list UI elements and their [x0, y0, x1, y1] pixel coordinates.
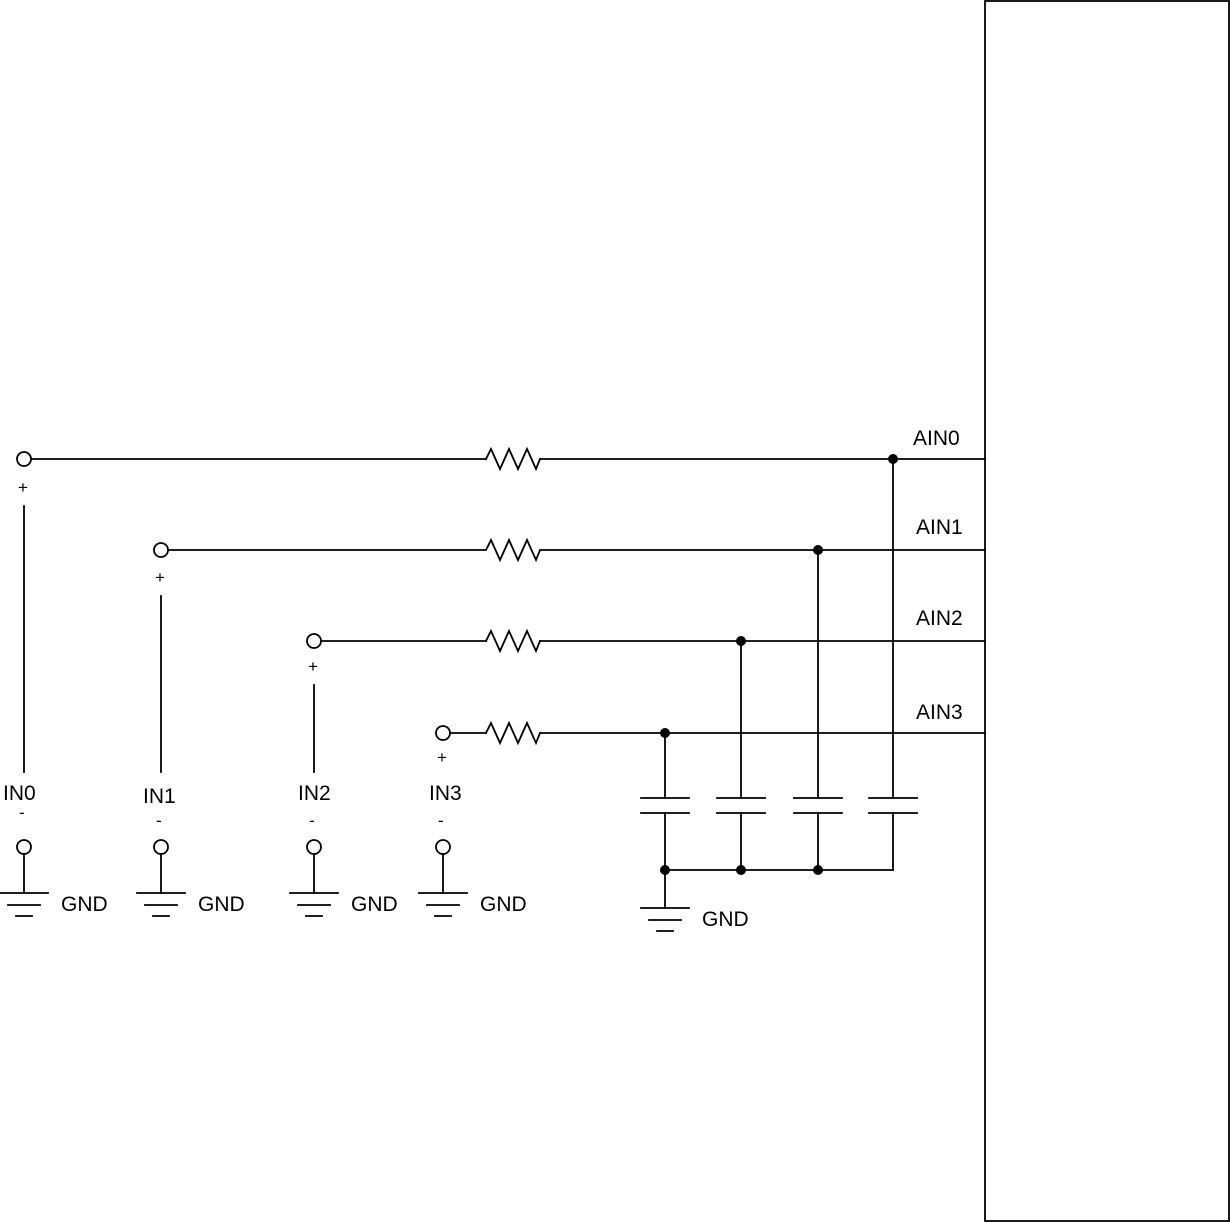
- junction-dot: [736, 865, 746, 875]
- minus-sign-2: -: [309, 811, 315, 830]
- input-label-in3: IN3: [429, 782, 462, 805]
- resistor-2: [484, 628, 542, 654]
- pin-label-ain1: AIN1: [916, 516, 963, 539]
- gnd-label-2: GND: [351, 893, 398, 916]
- plus-terminal-2: [306, 633, 322, 649]
- junction-dot: [660, 728, 670, 738]
- pin-label-ain3: AIN3: [916, 701, 963, 724]
- minus-sign-3: -: [438, 811, 444, 830]
- plus-terminal-1: [153, 542, 169, 558]
- capacitor-network: GND: [640, 454, 918, 932]
- junction-dot: [813, 865, 823, 875]
- input-label-in2: IN2: [298, 782, 331, 805]
- plus-terminal-3: [435, 725, 451, 741]
- resistor-0: [484, 446, 542, 472]
- gnd-label-0: GND: [61, 893, 108, 916]
- resistor-3: [484, 720, 542, 746]
- channel-3: + IN3 - GND: [418, 720, 986, 917]
- junction-dot: [813, 545, 823, 555]
- resistor-1: [484, 537, 542, 563]
- gnd-label-3: GND: [480, 893, 527, 916]
- plus-sign-0: +: [18, 478, 28, 497]
- junction-dot: [660, 865, 670, 875]
- minus-terminal-2: [306, 839, 322, 855]
- gnd-label-caps: GND: [702, 908, 749, 931]
- input-label-in0: IN0: [3, 782, 36, 805]
- minus-terminal-0: [16, 839, 32, 855]
- plus-sign-1: +: [155, 568, 165, 587]
- minus-terminal-3: [435, 839, 451, 855]
- channel-0: + IN0 - GND: [0, 446, 986, 917]
- junction-dot: [736, 636, 746, 646]
- junction-dot: [888, 454, 898, 464]
- input-label-in1: IN1: [143, 785, 176, 808]
- minus-sign-1: -: [156, 811, 162, 830]
- ic-body: [984, 0, 1230, 1222]
- pin-label-ain2: AIN2: [916, 607, 963, 630]
- plus-sign-3: +: [437, 748, 447, 767]
- gnd-label-1: GND: [198, 893, 245, 916]
- minus-sign-0: -: [19, 803, 25, 822]
- channel-1: + IN1 - GND: [136, 537, 986, 917]
- pin-label-ain0: AIN0: [913, 427, 960, 450]
- plus-sign-2: +: [308, 657, 318, 676]
- plus-terminal-0: [16, 451, 32, 467]
- minus-terminal-1: [153, 839, 169, 855]
- channel-2: + IN2 - GND: [289, 628, 986, 917]
